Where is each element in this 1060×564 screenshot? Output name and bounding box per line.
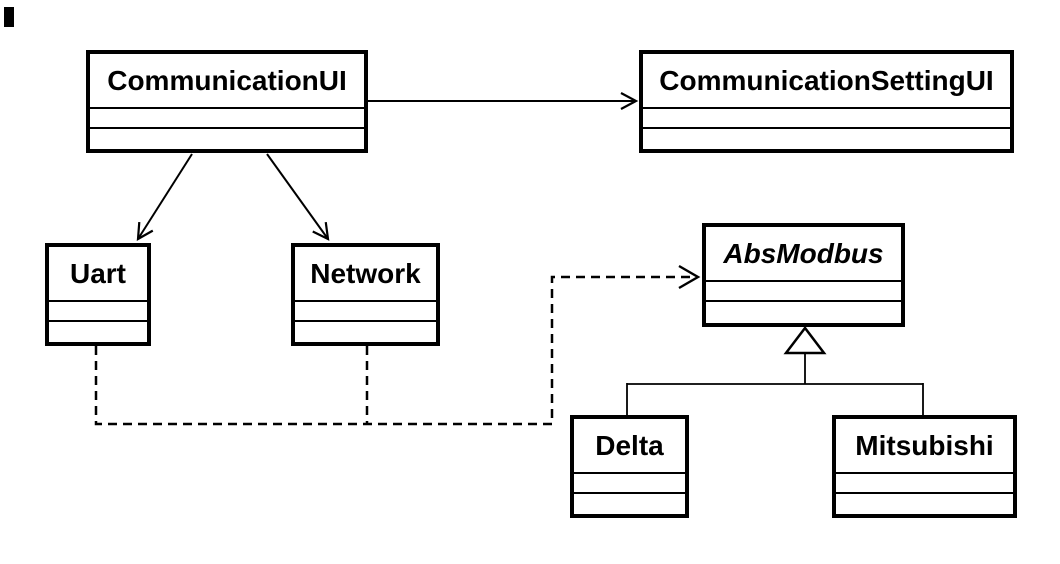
association-communicationui-to-uart bbox=[136, 153, 193, 241]
class-name-label: Network bbox=[295, 247, 436, 302]
attributes-compartment bbox=[90, 109, 364, 129]
operations-compartment bbox=[49, 322, 147, 342]
operations-compartment bbox=[836, 494, 1013, 514]
operations-compartment bbox=[643, 129, 1010, 149]
attributes-compartment bbox=[574, 474, 685, 494]
class-box-network: Network bbox=[291, 243, 440, 346]
attributes-compartment bbox=[836, 474, 1013, 494]
class-name-label: CommunicationUI bbox=[90, 54, 364, 109]
class-name-label: CommunicationSettingUI bbox=[643, 54, 1010, 109]
class-name-label: Uart bbox=[49, 247, 147, 302]
class-box-uart: Uart bbox=[45, 243, 151, 346]
attributes-compartment bbox=[295, 302, 436, 322]
attributes-compartment bbox=[643, 109, 1010, 129]
operations-compartment bbox=[295, 322, 436, 342]
class-name-label: Mitsubishi bbox=[836, 419, 1013, 474]
class-box-absmodbus: AbsModbus bbox=[702, 223, 905, 327]
stray-mark bbox=[4, 7, 14, 27]
class-box-delta: Delta bbox=[570, 415, 689, 518]
dependency-uart-to-absmodbus bbox=[94, 264, 701, 426]
attributes-compartment bbox=[706, 282, 901, 302]
operations-compartment bbox=[90, 129, 364, 149]
class-box-mitsubishi: Mitsubishi bbox=[832, 415, 1017, 518]
class-name-label: Delta bbox=[574, 419, 685, 474]
class-box-communicationui: CommunicationUI bbox=[86, 50, 368, 153]
attributes-compartment bbox=[49, 302, 147, 322]
association-communicationui-to-network bbox=[266, 153, 330, 241]
operations-compartment bbox=[706, 302, 901, 323]
operations-compartment bbox=[574, 494, 685, 514]
class-name-label: AbsModbus bbox=[706, 227, 901, 282]
class-box-communicationsettingui: CommunicationSettingUI bbox=[639, 50, 1014, 153]
generalization-triangle bbox=[783, 325, 827, 355]
